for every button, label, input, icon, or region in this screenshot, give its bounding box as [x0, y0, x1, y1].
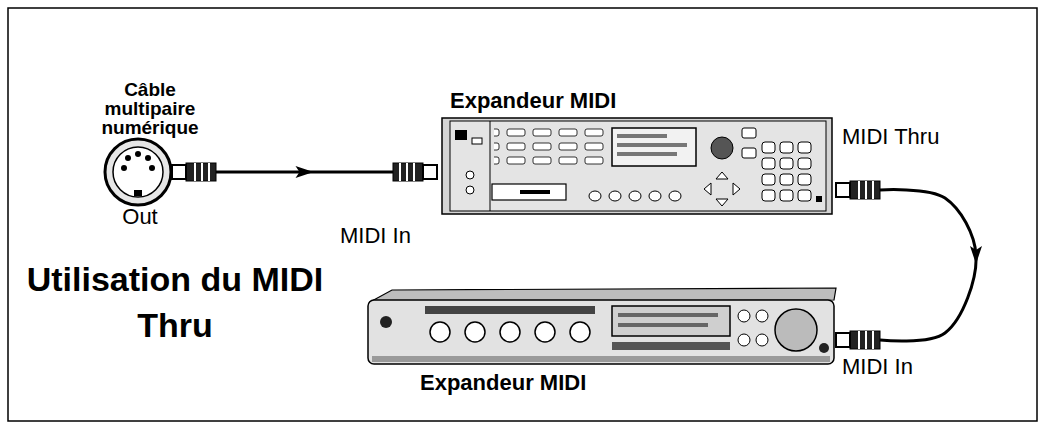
rack-expander — [442, 118, 832, 214]
midi-cable — [880, 190, 982, 341]
midi-expander: Expandeur MIDI — [393, 86, 880, 216]
midi-plug — [836, 331, 880, 349]
frame — [8, 8, 1037, 421]
port-label: MIDI In — [842, 354, 913, 380]
cable-socket: Câble multipaire numériqueOut — [75, 80, 216, 232]
arrow-head — [296, 166, 314, 178]
device-heading: Expandeur MIDI — [450, 88, 616, 114]
midi-expander: Expandeur MIDI — [365, 288, 880, 403]
port-label: MIDI Thru — [842, 124, 939, 150]
din-socket — [105, 139, 171, 205]
midi-cable — [216, 166, 393, 178]
midi-plug — [393, 163, 437, 181]
cable-caption: Câble multipaire numérique — [85, 80, 215, 137]
midi-plug — [836, 181, 880, 199]
device-heading: Expandeur MIDI — [420, 370, 586, 396]
desktop-expander — [368, 288, 836, 364]
diagram-title: Utilisation du MIDI Thru — [20, 256, 330, 348]
midi-plug — [172, 163, 216, 181]
cable-line — [880, 190, 976, 341]
port-label: Out — [75, 204, 205, 230]
port-label: MIDI In — [340, 223, 411, 249]
arrow-head — [970, 246, 982, 264]
